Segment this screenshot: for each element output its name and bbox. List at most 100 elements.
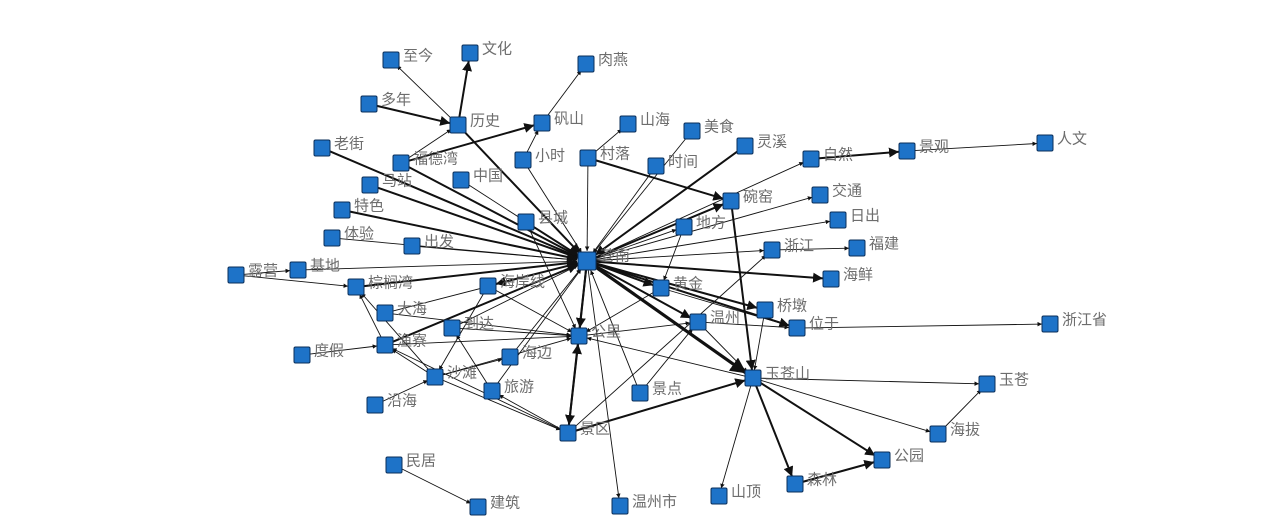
node-zhejiangsheng[interactable]: 浙江省 [1041, 311, 1107, 333]
node-haiba[interactable]: 海拔 [929, 421, 980, 443]
edge-shatan-yuliao [391, 348, 430, 374]
nodes-layer: 苍南 历史 至今 文化多年 肉燕矾山老街福德湾 小时村落山海美食时间 灵溪中国 马站特色县城体… [227, 40, 1107, 516]
node-square [929, 425, 947, 443]
node-gongli[interactable]: 公里 [570, 323, 621, 345]
node-wanyao[interactable]: 碗窑 [722, 188, 773, 210]
node-senlin[interactable]: 森林 [786, 471, 837, 493]
node-shanhai[interactable]: 山海 [619, 111, 670, 133]
node-dahai[interactable]: 大海 [376, 300, 427, 322]
node-wenzhou[interactable]: 温州 [689, 309, 740, 331]
node-lishi[interactable]: 历史 [449, 112, 500, 134]
node-weiyu[interactable]: 位于 [788, 315, 839, 337]
node-zhongguo[interactable]: 中国 [452, 167, 503, 189]
node-huangjin[interactable]: 黄金 [652, 275, 703, 297]
edge-jingqu-lvyou [498, 394, 563, 430]
edge-fudewan-fanshan [407, 123, 535, 163]
node-xiaoshi[interactable]: 小时 [514, 147, 565, 169]
edge-yuliao-cangnan [391, 263, 579, 344]
node-cunluo[interactable]: 村落 [579, 145, 630, 167]
node-zhejiang[interactable]: 浙江 [763, 237, 814, 259]
node-chufa[interactable]: 出发 [403, 233, 454, 255]
edge-haibian-cangnan [514, 268, 582, 352]
node-yucangshan[interactable]: 玉苍山 [744, 365, 810, 387]
node-square [619, 115, 637, 133]
node-shijian[interactable]: 时间 [647, 153, 698, 175]
node-yuliao[interactable]: 渔寮 [376, 332, 427, 354]
node-duonian[interactable]: 多年 [360, 91, 411, 113]
node-luying[interactable]: 露营 [227, 262, 278, 284]
node-jingdian[interactable]: 景点 [631, 380, 682, 402]
node-daoda[interactable]: 到达 [443, 315, 494, 337]
node-difang[interactable]: 地方 [675, 214, 726, 236]
node-jidi[interactable]: 基地 [289, 257, 340, 279]
node-square [514, 151, 532, 169]
node-jingguan[interactable]: 景观 [898, 138, 949, 160]
edge-jingqu-yuliao [392, 348, 562, 431]
node-jianzhu[interactable]: 建筑 [469, 494, 520, 516]
node-label: 山海 [640, 111, 670, 129]
node-square [1036, 134, 1054, 152]
node-fujian[interactable]: 福建 [848, 235, 899, 257]
node-square [227, 266, 245, 284]
node-rouyan[interactable]: 肉燕 [577, 51, 628, 73]
edge-jingqu-zhejiang [572, 254, 767, 429]
edge-cangnan-richu [595, 219, 831, 260]
node-square [366, 396, 384, 414]
node-wenzhoushi[interactable]: 温州市 [611, 493, 677, 515]
node-jiaotong[interactable]: 交通 [811, 182, 862, 204]
node-square [461, 44, 479, 62]
node-label: 交通 [832, 182, 862, 200]
node-square [517, 213, 535, 231]
node-ziran[interactable]: 自然 [802, 146, 853, 168]
edge-jingqu-yucangshan [574, 378, 746, 432]
node-label: 景点 [652, 380, 682, 398]
node-tiyan[interactable]: 体验 [323, 225, 374, 247]
node-square [689, 313, 707, 331]
node-lingxi[interactable]: 灵溪 [736, 133, 787, 155]
node-richu[interactable]: 日出 [829, 207, 880, 229]
edge-daoda-cangnan [458, 264, 579, 326]
node-meishi[interactable]: 美食 [683, 118, 734, 140]
node-fudewan[interactable]: 福德湾 [392, 150, 458, 172]
node-square [533, 114, 551, 132]
node-cangnan[interactable]: 苍南 [577, 247, 630, 271]
node-haibian[interactable]: 海边 [501, 344, 552, 366]
node-yucang[interactable]: 玉苍 [978, 371, 1029, 393]
node-renwen[interactable]: 人文 [1036, 130, 1087, 152]
node-square [829, 211, 847, 229]
node-square [570, 327, 588, 345]
node-fanshan[interactable]: 矾山 [533, 110, 584, 132]
node-shanding[interactable]: 山顶 [710, 483, 761, 505]
node-square [647, 157, 665, 175]
node-shatan[interactable]: 沙滩 [426, 364, 477, 386]
node-laojie[interactable]: 老街 [313, 135, 364, 157]
node-xiancheng[interactable]: 县城 [517, 209, 568, 231]
node-tese[interactable]: 特色 [333, 197, 384, 219]
node-yuhai[interactable]: 沿海 [366, 392, 417, 414]
node-square [376, 304, 394, 322]
node-haixian[interactable]: 海鲜 [822, 266, 873, 288]
node-qiaodun[interactable]: 桥墩 [756, 297, 807, 319]
node-label: 浙江 [784, 237, 814, 255]
edge-duonian-lishi [375, 104, 451, 126]
node-haianxian[interactable]: 海岸线 [479, 273, 545, 295]
edge-laojie-cangnan [328, 149, 579, 259]
node-lvyou[interactable]: 旅游 [483, 378, 534, 400]
node-square [483, 382, 501, 400]
node-square [978, 375, 996, 393]
node-square [382, 51, 400, 69]
node-minju[interactable]: 民居 [385, 452, 436, 474]
edge-lvyou-cangnan [495, 268, 582, 386]
edge-shatan-zonglvwan [360, 292, 431, 372]
node-wenhua[interactable]: 文化 [461, 40, 512, 62]
node-label: 桥墩 [777, 297, 807, 315]
node-square [722, 192, 740, 210]
node-mazhan[interactable]: 马站 [361, 172, 412, 194]
edge-haianxian-gongli [493, 289, 573, 333]
node-jingqu[interactable]: 景区 [559, 420, 610, 442]
node-gongyuan[interactable]: 公园 [873, 447, 924, 469]
node-dujia[interactable]: 度假 [293, 342, 344, 364]
node-zonglvwan[interactable]: 棕榈湾 [347, 274, 413, 296]
node-label: 历史 [470, 112, 500, 130]
node-zhijin[interactable]: 至今 [382, 47, 433, 69]
